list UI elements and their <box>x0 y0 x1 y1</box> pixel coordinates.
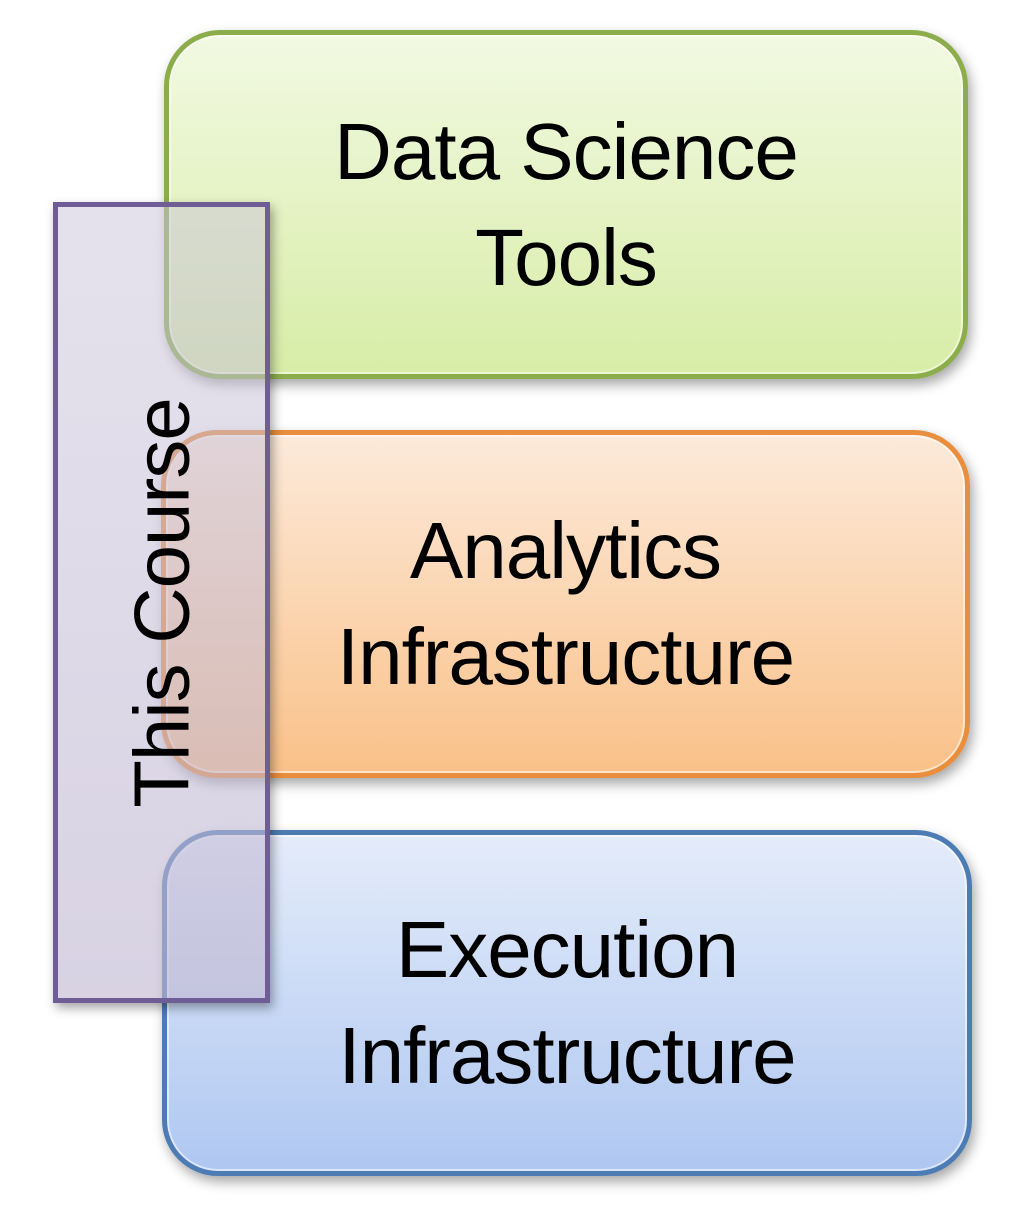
box-data-science-tools: Data Science Tools <box>164 30 968 379</box>
box-data-science-tools-label: Data Science Tools <box>334 99 799 311</box>
box-analytics-infrastructure: Analytics Infrastructure <box>161 430 970 778</box>
box-label-line: Analytics <box>409 506 722 595</box>
box-label-line: Execution <box>395 905 739 994</box>
box-execution-infrastructure: Execution Infrastructure <box>162 830 972 1176</box>
box-execution-infrastructure-label: Execution Infrastructure <box>338 897 796 1109</box>
this-course-overlay: This Course <box>53 202 270 1003</box>
box-analytics-infrastructure-label: Analytics Infrastructure <box>336 498 795 710</box>
box-label-line: Infrastructure <box>336 612 795 701</box>
box-label-line: Data Science <box>334 106 799 196</box>
box-label-line: Infrastructure <box>338 1011 796 1100</box>
this-course-overlay-label: This Course <box>117 397 205 808</box>
box-label-line: Tools <box>475 212 658 302</box>
